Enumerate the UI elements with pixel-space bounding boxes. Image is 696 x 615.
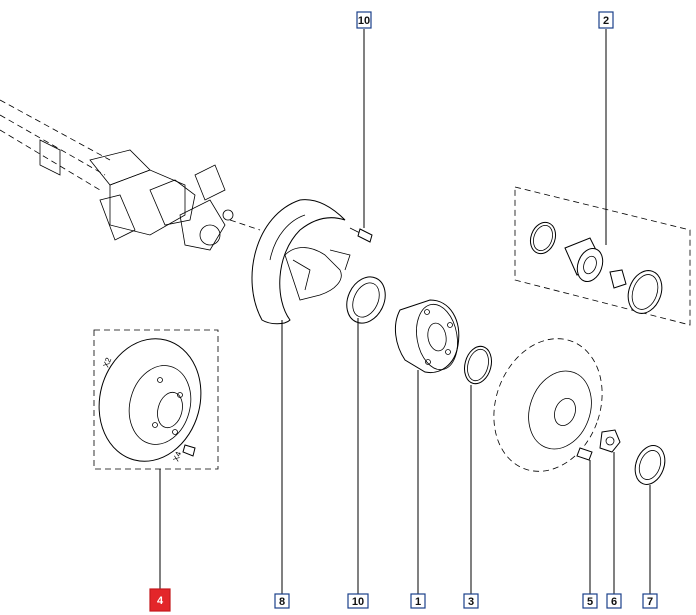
dust-cap — [634, 445, 666, 485]
bolt — [349, 227, 373, 243]
callout-6-label: 6 — [611, 596, 617, 608]
callout-10[interactable]: 10 — [347, 593, 369, 609]
wheel-bolt — [576, 447, 593, 461]
brake-backing-plate — [251, 199, 351, 325]
circlip — [464, 345, 492, 385]
wheel-hub — [394, 299, 460, 374]
hub-nut — [599, 429, 621, 453]
callout-3-label: 3 — [468, 596, 474, 608]
callout-7[interactable]: 7 — [642, 593, 658, 609]
leader-lines — [159, 29, 651, 594]
bolt-quantity-label: X4 — [171, 450, 183, 463]
seal-ring — [346, 276, 386, 324]
callout-8[interactable]: 8 — [274, 593, 290, 609]
callout-6[interactable]: 6 — [606, 593, 622, 609]
brake-disc-inset: X2 X4 — [93, 329, 219, 470]
callout-2-label: 2 — [603, 15, 609, 27]
callout-4[interactable]: 4 — [149, 588, 171, 612]
callout-2[interactable]: 2 — [598, 11, 614, 29]
rear-axle-beam — [0, 99, 261, 251]
callout-4-label: 4 — [157, 595, 164, 607]
brake-disc-exploded — [493, 338, 603, 472]
bearing-kit — [514, 186, 691, 326]
callout-1[interactable]: 1 — [410, 593, 426, 609]
callout-5-label: 5 — [587, 596, 593, 608]
callout-8-label: 8 — [279, 596, 285, 608]
callout-1-label: 1 — [415, 596, 421, 608]
callout-5[interactable]: 5 — [582, 593, 598, 609]
callout-7-label: 7 — [647, 596, 653, 608]
callout-9[interactable]: 10 — [356, 11, 372, 29]
callout-9-label: 10 — [358, 15, 370, 27]
callout-10-label: 10 — [352, 596, 364, 608]
callout-3[interactable]: 3 — [463, 593, 479, 609]
disc-quantity-label: X2 — [101, 356, 113, 369]
